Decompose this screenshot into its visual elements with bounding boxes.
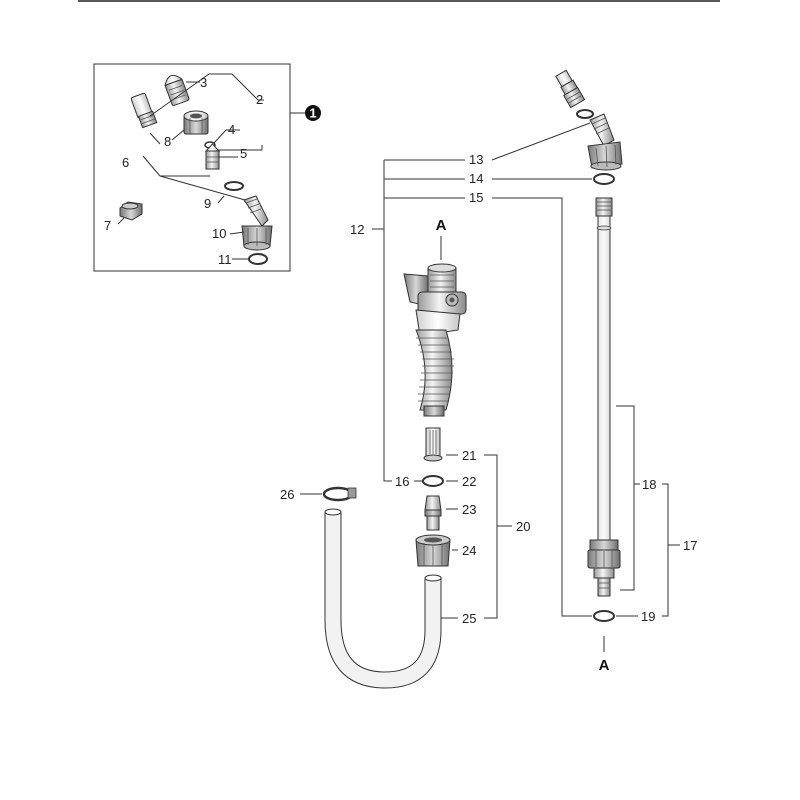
label-13: 13 xyxy=(469,152,483,167)
hose-end-bottom xyxy=(424,574,442,582)
label-17: 17 xyxy=(683,538,697,553)
part-24-coupling-nut xyxy=(415,534,451,567)
hose-end-top xyxy=(324,508,342,516)
part-23-hose-barb xyxy=(424,495,442,531)
part-13-nozzle-assembly xyxy=(555,69,623,171)
label-21: 21 xyxy=(462,448,476,463)
inset-box xyxy=(93,63,291,272)
label-12: 12 xyxy=(350,222,364,237)
label-6: 6 xyxy=(122,155,129,170)
part-14-o-ring xyxy=(593,173,615,185)
shut-off-valve-body xyxy=(403,263,467,337)
label-8: 8 xyxy=(164,134,171,149)
connector-label-bottom: A xyxy=(599,657,610,674)
label-5: 5 xyxy=(240,146,247,161)
part-3-nozzle-cap xyxy=(164,74,190,106)
part-10-elbow-swivel xyxy=(241,195,273,251)
label-10: 10 xyxy=(212,226,226,241)
hose-body-fill xyxy=(325,512,441,688)
part-21-filter xyxy=(423,427,443,462)
part-8-hex-nut xyxy=(183,110,209,135)
grip-threaded-end xyxy=(423,405,445,417)
label-4: 4 xyxy=(228,122,235,137)
label-3: 3 xyxy=(200,75,207,90)
part-18-wand-tube xyxy=(595,197,613,541)
label-22: 22 xyxy=(462,474,476,489)
part-11-o-ring xyxy=(248,253,268,265)
label-16: 16 xyxy=(395,474,409,489)
label-25: 25 xyxy=(462,611,476,626)
connector-label-top: A xyxy=(436,217,447,234)
label-18: 18 xyxy=(642,477,656,492)
part-7-hex-cap xyxy=(119,201,143,221)
label-11: 11 xyxy=(218,252,232,267)
label-15: 15 xyxy=(469,190,483,205)
label-7: 7 xyxy=(104,218,111,233)
part-17-wand-fitting xyxy=(587,539,621,597)
label-24: 24 xyxy=(462,543,476,558)
part-5-fitting xyxy=(204,143,221,170)
part-19-o-ring xyxy=(593,610,615,622)
part-26-hose-clamp xyxy=(322,486,357,502)
callout-badge xyxy=(305,105,321,121)
part-6-spray-tip xyxy=(130,92,158,129)
label-2: 2 xyxy=(256,92,263,107)
grip-ribs xyxy=(416,337,454,402)
label-19: 19 xyxy=(641,609,655,624)
ribbed-grip xyxy=(415,329,453,411)
label-23: 23 xyxy=(462,502,476,517)
part-22-o-ring xyxy=(422,475,444,487)
label-14: 14 xyxy=(469,171,483,186)
label-26: 26 xyxy=(280,487,294,502)
part-9-o-ring xyxy=(224,181,244,191)
callout-number: 1 xyxy=(309,106,316,121)
label-20: 20 xyxy=(516,519,530,534)
label-9: 9 xyxy=(204,196,211,211)
